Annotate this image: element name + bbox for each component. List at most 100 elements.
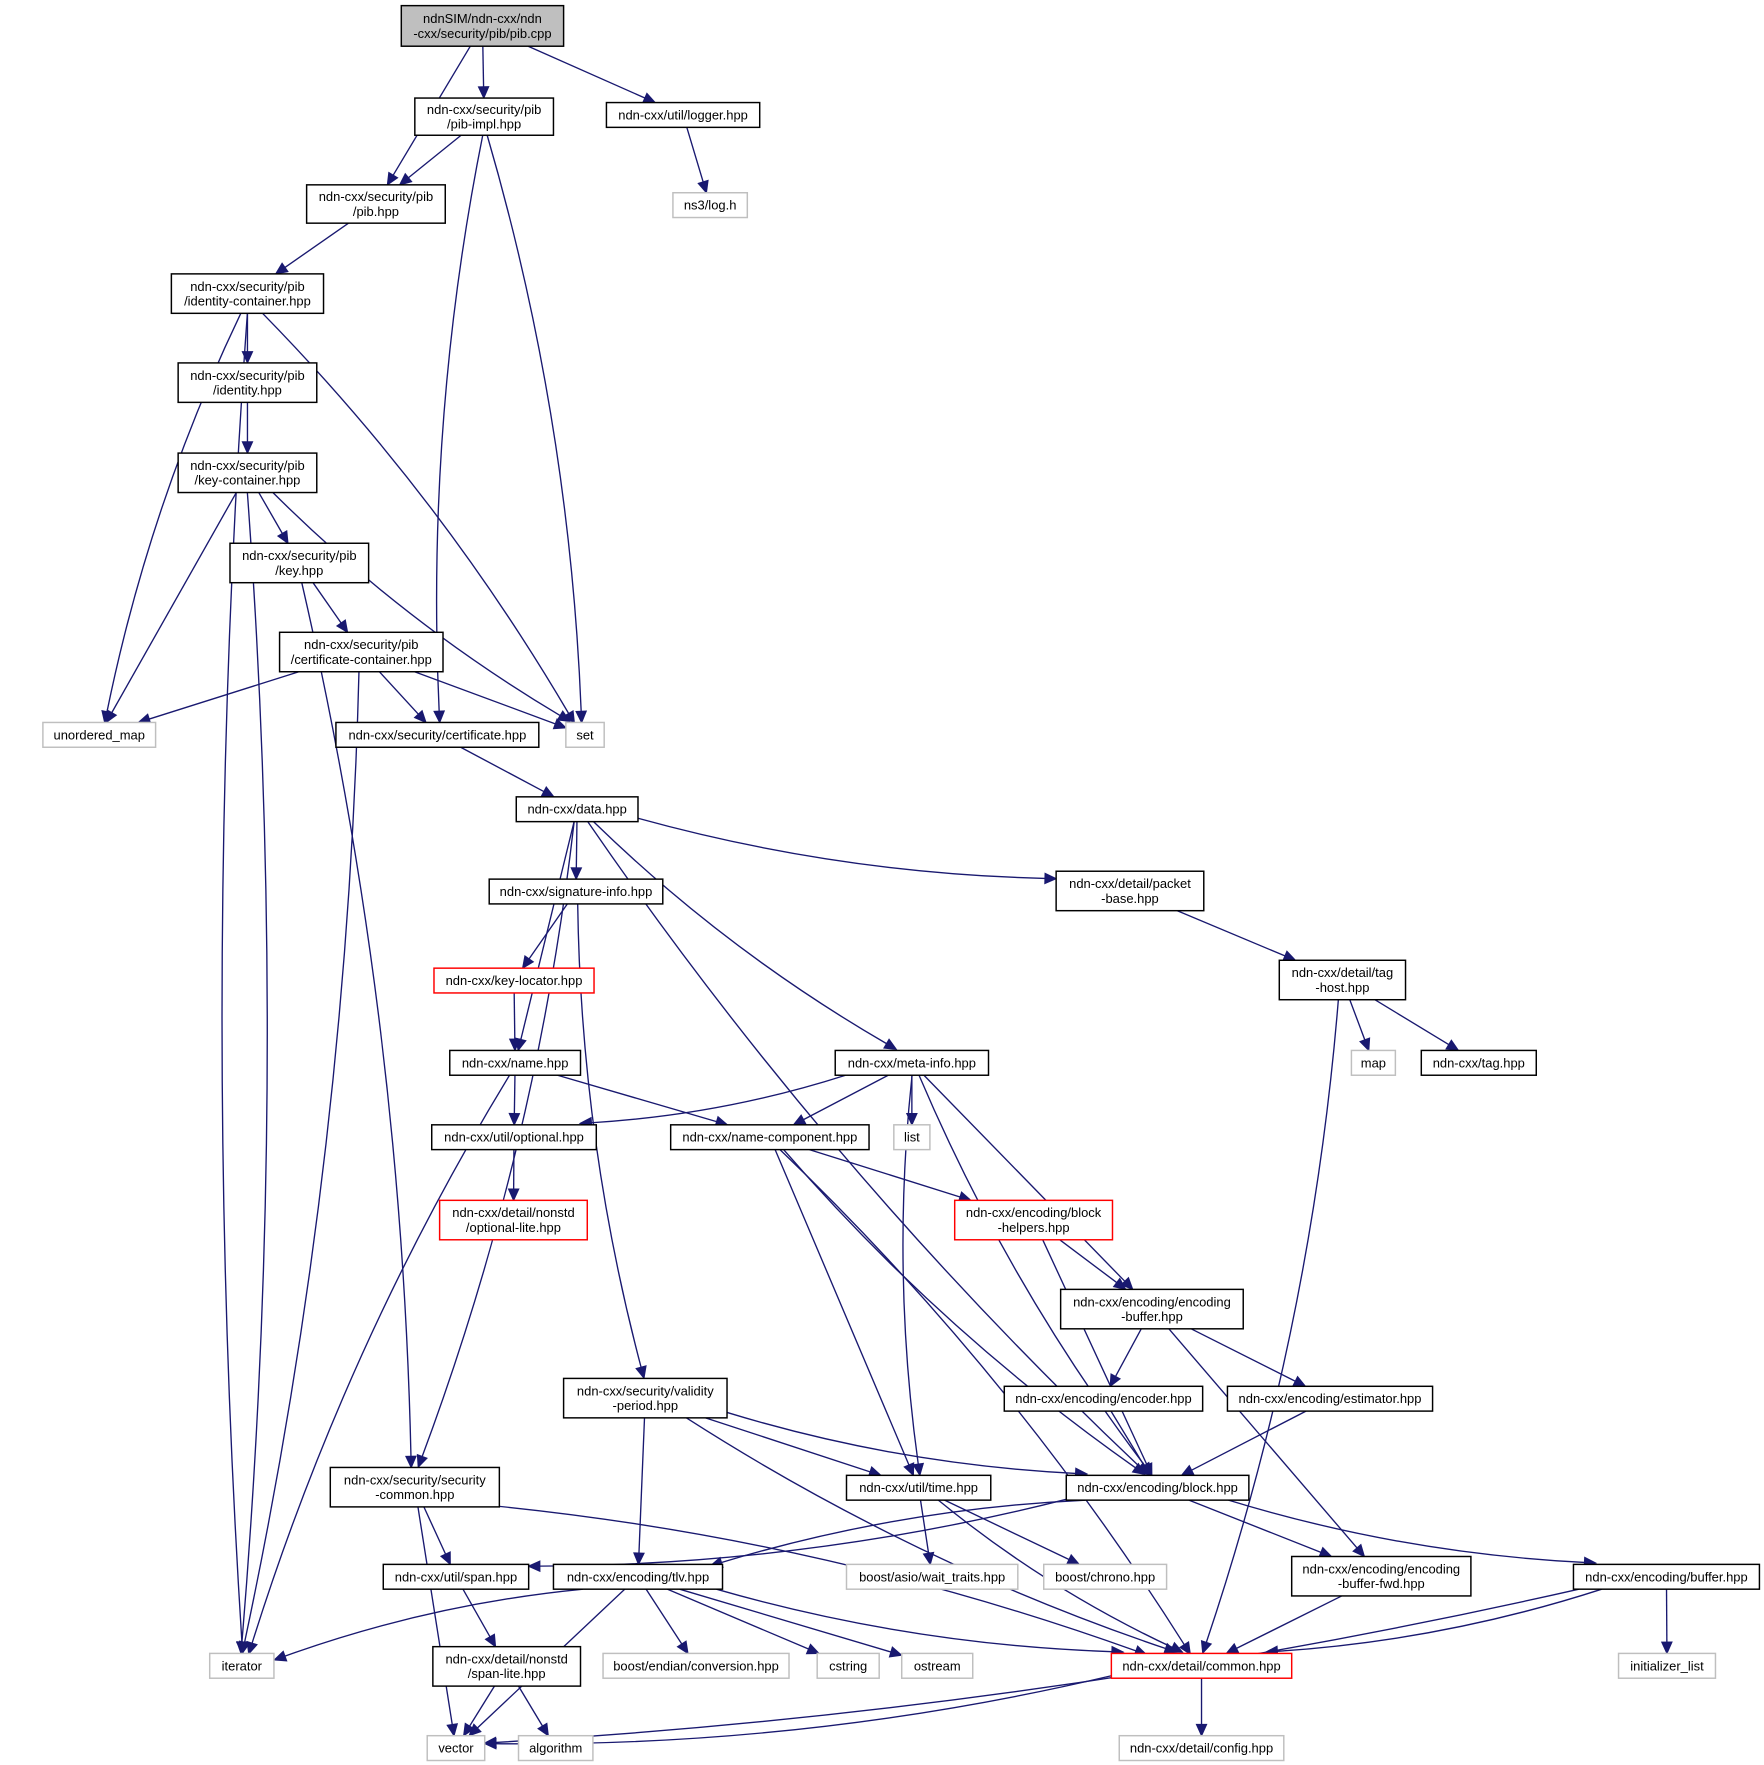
node-label: ndn-cxx/util/span.hpp (395, 1569, 517, 1584)
node-box (552, 1563, 724, 1590)
node-estimator[interactable]: ndn-cxx/encoding/estimator.hpp (1226, 1385, 1434, 1412)
node-name-component[interactable]: ndn-cxx/name-component.hpp (669, 1124, 870, 1151)
edge-key_container-to-unordered_map (111, 492, 237, 713)
node-buffer[interactable]: ndn-cxx/encoding/buffer.hpp (1572, 1563, 1761, 1590)
arrowhead-security_common-to-vector (446, 1723, 459, 1738)
node-time[interactable]: ndn-cxx/util/time.hpp (845, 1474, 992, 1501)
arrowhead-key_locator-to-name (508, 1038, 521, 1052)
node-box (1043, 1563, 1168, 1590)
edge-cert_container-to-iterator (243, 671, 360, 1643)
node-label: ndn-cxx/encoding/encoding (1302, 1561, 1460, 1576)
edge-meta_info-to-optional (591, 1074, 846, 1124)
node-config: ndn-cxx/detail/config.hpp (1118, 1734, 1285, 1762)
node-label: vector (438, 1741, 474, 1756)
arrowhead-common-to-config (1195, 1723, 1208, 1738)
node-security-common[interactable]: ndn-cxx/security/security-common.hpp (329, 1466, 501, 1508)
node-cstring: cstring (816, 1652, 880, 1679)
node-label: -helpers.hpp (998, 1220, 1070, 1235)
node-pib-impl[interactable]: ndn-cxx/security/pib/pib-impl.hpp (414, 97, 555, 136)
node-block[interactable]: ndn-cxx/encoding/block.hpp (1065, 1474, 1250, 1501)
node-pib-hpp[interactable]: ndn-cxx/security/pib/pib.hpp (305, 184, 446, 224)
node-box (177, 452, 318, 494)
arrowhead-span_lite-to-algorithm (537, 1722, 549, 1737)
node-name[interactable]: ndn-cxx/name.hpp (449, 1049, 582, 1076)
arrowhead-encoding_buffer-to-estimator (1292, 1375, 1307, 1387)
edge-span-to-span_lite (462, 1588, 491, 1638)
node-meta-info[interactable]: ndn-cxx/meta-info.hpp (834, 1049, 990, 1076)
node-label: ndn-cxx/signature-info.hpp (500, 884, 653, 899)
node-box (565, 721, 605, 748)
node-box (1059, 1288, 1244, 1330)
node-encoder[interactable]: ndn-cxx/encoding/encoder.hpp (1003, 1385, 1204, 1412)
node-iterator: iterator (208, 1652, 275, 1679)
node-signature-info[interactable]: ndn-cxx/signature-info.hpp (488, 878, 664, 905)
node-label: ndn-cxx/encoding/encoder.hpp (1015, 1391, 1191, 1406)
node-label: ndn-cxx/security/pib (190, 279, 304, 294)
node-logger[interactable]: ndn-cxx/util/logger.hpp (605, 101, 761, 129)
node-packet-base[interactable]: ndn-cxx/detail/packet-base.hpp (1055, 870, 1205, 912)
node-label: iterator (222, 1658, 263, 1673)
edge-common-to-vector (495, 1675, 1112, 1745)
edge-validity_period-to-common (685, 1417, 1166, 1650)
node-label: ndn-cxx/meta-info.hpp (848, 1055, 976, 1070)
arrowhead-pib_hpp-to-identity_container (274, 262, 289, 275)
node-map: map (1350, 1049, 1397, 1076)
node-key-locator[interactable]: ndn-cxx/key-locator.hpp (433, 967, 595, 994)
edge-block-to-tlv (721, 1499, 1086, 1564)
edges-layer (101, 45, 1673, 1750)
node-key-container[interactable]: ndn-cxx/security/pib/key-container.hpp (177, 452, 318, 494)
node-span-lite[interactable]: ndn-cxx/detail/nonstd/span-lite.hpp (432, 1645, 582, 1687)
node-optional-lite[interactable]: ndn-cxx/detail/nonstd/optional-lite.hpp (438, 1199, 589, 1241)
node-box (1065, 1474, 1250, 1501)
node-validity-period[interactable]: ndn-cxx/security/validity-period.hpp (562, 1377, 728, 1419)
node-label: algorithm (529, 1741, 582, 1756)
node-label: /identity-container.hpp (184, 293, 311, 308)
node-identity-container[interactable]: ndn-cxx/security/pib/identity-container.… (170, 273, 325, 315)
node-label: -cxx/security/pib/pib.cpp (413, 26, 551, 41)
node-box (816, 1652, 880, 1679)
edge-tag_host-to-tag (1374, 999, 1450, 1046)
node-label: ndn-cxx/detail/config.hpp (1130, 1741, 1273, 1756)
node-box (1290, 1555, 1472, 1597)
node-span[interactable]: ndn-cxx/util/span.hpp (382, 1563, 530, 1590)
arrowhead-key_container-to-unordered_map (105, 709, 118, 724)
node-common[interactable]: ndn-cxx/detail/common.hpp (1110, 1652, 1293, 1679)
arrowhead-validity_period-to-tlv (633, 1552, 645, 1566)
nodes-layer: ndnSIM/ndn-cxx/ndn-cxx/security/pib/pib.… (42, 4, 1761, 1762)
node-box (329, 1466, 501, 1508)
node-tag-host[interactable]: ndn-cxx/detail/tag-host.hpp (1278, 959, 1407, 1001)
node-label: ndn-cxx/security/pib (190, 368, 304, 383)
node-box (438, 1199, 589, 1241)
node-label: ndn-cxx/util/time.hpp (859, 1480, 978, 1495)
node-data[interactable]: ndn-cxx/data.hpp (515, 796, 639, 823)
node-block-helpers[interactable]: ndn-cxx/encoding/block-helpers.hpp (953, 1199, 1114, 1241)
node-ns3log: ns3/log.h (672, 191, 749, 219)
node-encoding-buffer[interactable]: ndn-cxx/encoding/encoding-buffer.hpp (1059, 1288, 1244, 1330)
node-box (414, 97, 555, 136)
node-key[interactable]: ndn-cxx/security/pib/key.hpp (229, 542, 370, 584)
arrowhead-meta_info-to-encoding_buffer (1120, 1276, 1134, 1291)
arrowhead-security_common-to-span (439, 1551, 451, 1566)
edge-validity_period-to-tlv (638, 1417, 646, 1554)
node-box (893, 1124, 931, 1151)
node-cert-container[interactable]: ndn-cxx/security/pib/certificate-contain… (278, 631, 444, 673)
node-box (605, 101, 761, 129)
node-label: ndn-cxx/security/pib (242, 548, 356, 563)
node-box (426, 1734, 486, 1762)
node-box (845, 1474, 992, 1501)
node-certificate[interactable]: ndn-cxx/security/certificate.hpp (335, 721, 540, 748)
node-identity[interactable]: ndn-cxx/security/pib/identity.hpp (177, 362, 318, 404)
edge-meta_info-to-block (918, 1074, 1146, 1466)
arrowhead-span-to-span_lite (484, 1633, 497, 1648)
node-box (278, 631, 444, 673)
node-optional[interactable]: ndn-cxx/util/optional.hpp (431, 1124, 598, 1151)
node-box (1617, 1652, 1717, 1679)
node-tag[interactable]: ndn-cxx/tag.hpp (1420, 1049, 1537, 1076)
arrowhead-block-to-span (527, 1560, 541, 1573)
node-label: -base.hpp (1101, 891, 1159, 906)
node-tlv[interactable]: ndn-cxx/encoding/tlv.hpp (552, 1563, 724, 1590)
edge-key-to-cert_container (312, 582, 342, 624)
node-pib-cpp[interactable]: ndnSIM/ndn-cxx/ndn-cxx/security/pib/pib.… (400, 4, 565, 47)
node-encoding-buffer-fwd[interactable]: ndn-cxx/encoding/encoding-buffer-fwd.hpp (1290, 1555, 1472, 1597)
edge-encoding_buffer-to-encoder (1114, 1328, 1142, 1377)
